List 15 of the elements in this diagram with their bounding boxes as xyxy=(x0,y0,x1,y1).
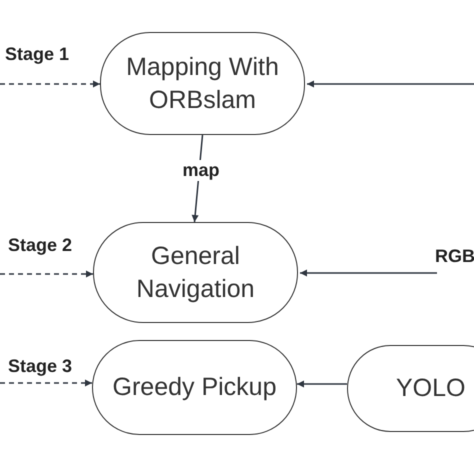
node-text: YOLO xyxy=(396,373,466,404)
arrow xyxy=(307,80,474,88)
edge-label: Stage 1 xyxy=(3,44,72,65)
edge-label: map xyxy=(180,160,222,181)
node-text: Mapping With ORBslam xyxy=(125,52,280,116)
edge-label: Stage 2 xyxy=(6,235,74,256)
arrow xyxy=(300,270,437,276)
node-text: Greedy Pickup xyxy=(112,372,276,404)
dashed-arrow xyxy=(0,270,93,278)
dashed-arrow xyxy=(0,380,92,386)
edge-label: Stage 3 xyxy=(6,356,74,377)
dashed-arrow xyxy=(0,80,100,88)
arrow xyxy=(297,380,347,388)
node-text: General Navigation xyxy=(135,241,256,304)
process-node xyxy=(347,345,474,432)
